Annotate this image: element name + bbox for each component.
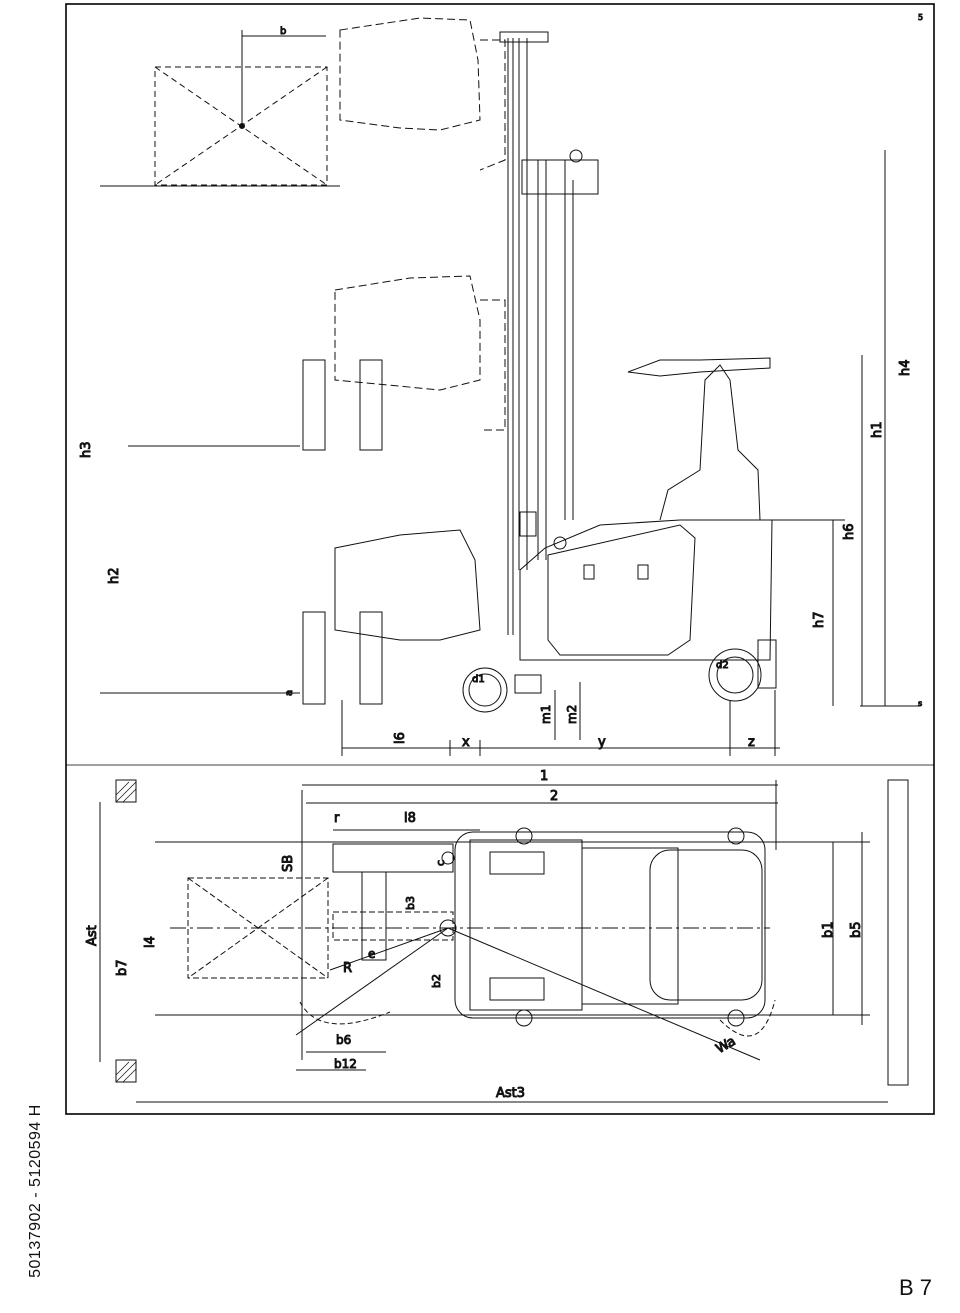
label-y: y <box>598 735 606 750</box>
carriage-middle <box>334 275 506 431</box>
label-l6: l6 <box>393 732 408 744</box>
label-b1: b1 <box>821 921 836 938</box>
truck-top-outline <box>454 827 766 1027</box>
label-m2: m2 <box>565 705 579 724</box>
mark-5: 5 <box>918 13 923 22</box>
carriage-top <box>339 17 506 171</box>
label-b3: b3 <box>404 896 417 910</box>
forks-middle <box>128 359 383 451</box>
label-b7: b7 <box>115 959 130 976</box>
mark-s: s <box>918 699 922 708</box>
aisle-walls <box>115 779 909 1086</box>
label-R: R <box>343 961 352 976</box>
label-c: c <box>434 860 447 866</box>
label-l8: l8 <box>404 811 416 826</box>
length-dims <box>341 682 780 756</box>
mast <box>499 31 599 635</box>
label-length-1: 1 <box>540 769 548 784</box>
label-r: r <box>334 811 340 826</box>
label-h1: h1 <box>870 421 885 438</box>
label-h7: h7 <box>812 611 827 628</box>
label-h6: h6 <box>842 523 857 540</box>
label-d2: d2 <box>716 660 729 671</box>
label-sb: SB <box>281 855 296 872</box>
label-h2: h2 <box>107 567 122 584</box>
label-d1: d1 <box>472 674 485 685</box>
label-e: e <box>368 947 375 961</box>
side-view: h3 h2 h4 h1 h6 h7 l6 x y z m1 m2 a d1 d2… <box>79 13 924 756</box>
label-h3: h3 <box>79 441 94 458</box>
label-x: x <box>462 735 470 750</box>
label-b5: b5 <box>849 921 864 938</box>
label-b12: b12 <box>334 1057 357 1071</box>
label-h4: h4 <box>898 359 913 376</box>
document-code: 50137902 - 5120594 H <box>27 1104 44 1278</box>
load-box <box>100 30 340 187</box>
label-ast: Ast <box>85 925 100 946</box>
page-number: B 7 <box>898 1275 932 1300</box>
label-b2: b2 <box>430 974 443 988</box>
label-m1: m1 <box>539 705 553 724</box>
label-l4: l4 <box>143 936 158 948</box>
label-ast3: Ast3 <box>496 1086 525 1101</box>
truck-chassis <box>462 357 777 713</box>
label-wa: Wa <box>714 1034 739 1057</box>
label-b6: b6 <box>336 1033 351 1047</box>
label-a: a <box>284 690 295 696</box>
label-z: z <box>748 735 755 750</box>
carriage-lower <box>100 529 481 705</box>
label-length-2: 2 <box>550 789 558 804</box>
label-b: b <box>280 26 286 37</box>
height-dims <box>760 150 920 707</box>
drawing-frame <box>65 3 935 1115</box>
top-view: 1 2 r l8 SB c b3 e R b6 b12 b2 b1 b5 b7 … <box>85 769 909 1103</box>
